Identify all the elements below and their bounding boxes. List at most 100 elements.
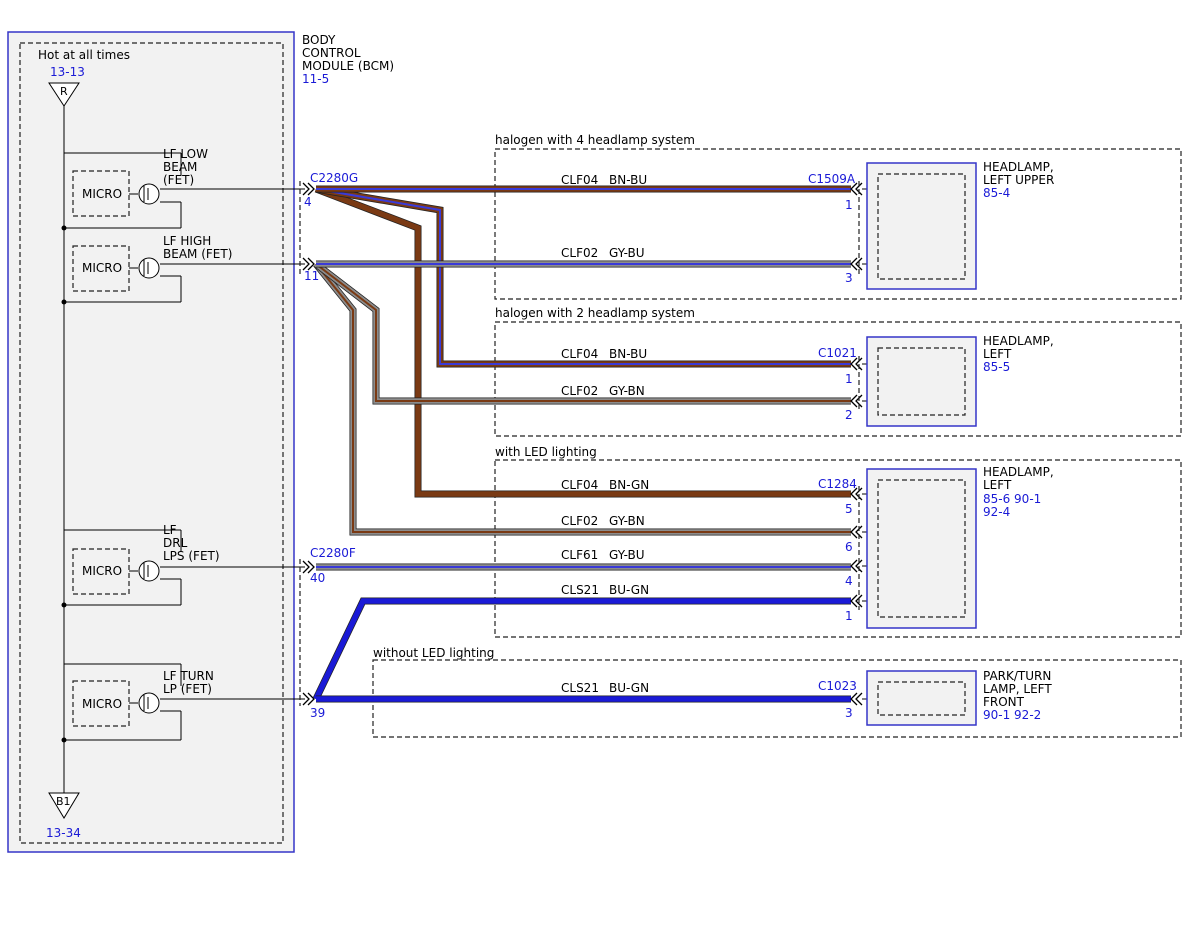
group-label-no-led: without LED lighting [373,646,494,660]
driver-lf-high-beam: MICRO LF HIGH BEAM (FET) [61,234,232,305]
bcm-title-line-1: BODY [302,33,336,47]
wire-label-color: GY-BN [609,514,645,528]
hot-at-all-times-label: Hot at all times [38,48,130,62]
component-name: HEADLAMP, [983,160,1054,174]
component-ref: 85-5 [983,360,1010,374]
bottom-ref: 13-34 [46,826,81,840]
wire-label-circuit: CLF02 [561,384,598,398]
micro-box [72,548,130,595]
component-name: PARK/TURN [983,669,1051,683]
wire-clf02-gy-bn [313,261,851,405]
component-headlamp-left-led: HEADLAMP, LEFT 85-6 90-1 92-4 [866,465,1054,629]
driver-lf-drl: MICRO LF DRL LPS (FET) [61,523,220,608]
component-ref: 92-4 [983,505,1010,519]
wire-cls21-bu-gn [312,597,851,701]
lamp-pin: 5 [845,502,853,516]
driver-label-3b: DRL [163,536,188,550]
component-ref: 90-1 92-2 [983,708,1041,722]
group-label-led: with LED lighting [495,445,597,459]
wire-label-color: BU-GN [609,681,649,695]
lamp-pin: 1 [845,609,853,623]
wire-label-circuit: CLS21 [561,583,599,597]
driver-label-2b: BEAM (FET) [163,247,232,261]
lamp-pin: 3 [845,271,853,285]
wire-clf04-bn-bu [315,185,851,368]
component-name: FRONT [983,695,1025,709]
micro-label: MICRO [82,261,122,275]
group-label-halogen-4: halogen with 4 headlamp system [495,133,695,147]
micro-label: MICRO [82,187,122,201]
wire-label-color: BN-GN [609,478,649,492]
driver-label-1b: BEAM [163,160,197,174]
driver-label-1a: LF LOW [163,147,208,161]
bcm-title-line-3: MODULE (BCM) [302,59,394,73]
bcm-pin-11: 11 [304,269,319,283]
micro-box [72,680,130,727]
group-box-halogen-2 [494,321,1182,437]
wire-label-circuit: CLF04 [561,173,598,187]
bcm-module-border [7,31,295,853]
lamp-connector-c1509a: C1509A [808,172,856,186]
wires-layer [312,185,851,703]
driver-label-3c: LPS (FET) [163,549,220,563]
lamp-pin: 1 [845,372,853,386]
wire-label-circuit: CLF04 [561,478,598,492]
fet-icon [138,183,160,205]
group-box-halogen-4 [494,148,1182,300]
fet-icon [138,257,160,279]
lamp-pin: 4 [845,574,853,588]
fet-icon [138,560,160,582]
driver-lf-turn: MICRO LF TURN LP (FET) [61,663,214,743]
lamp-pin-arrows [850,182,863,706]
wire-label-circuit: CLF04 [561,347,598,361]
pin-b1-label: B1 [56,795,71,808]
bcm-pin-arrows [302,182,315,706]
driver-label-2a: LF HIGH [163,234,211,248]
micro-box [72,245,130,292]
component-ref: 85-6 90-1 [983,492,1041,506]
lamp-pin: 3 [845,706,853,720]
driver-lf-low-beam: MICRO LF LOW BEAM (FET) [61,147,208,231]
wire-clf04-bn-gn [314,185,851,498]
bcm-title-line-2: CONTROL [302,46,361,60]
wire-label-color: BN-BU [609,347,647,361]
driver-label-1c: (FET) [163,173,194,187]
lamp-connector-c1023: C1023 [818,679,857,693]
wire-label-color: GY-BU [609,246,645,260]
wire-label-circuit: CLF02 [561,246,598,260]
lamp-connector-c1284: C1284 [818,477,857,491]
wire-clf02-gy-bn [313,261,851,536]
wire-label-circuit: CLS21 [561,681,599,695]
component-headlamp-left-2: HEADLAMP, LEFT 85-5 [866,334,1054,427]
driver-label-4b: LP (FET) [163,682,212,696]
bcm-pin-39: 39 [310,706,325,720]
driver-label-4a: LF TURN [163,669,214,683]
component-ref: 85-4 [983,186,1010,200]
micro-label: MICRO [82,697,122,711]
component-park-turn-lamp: PARK/TURN LAMP, LEFT FRONT 90-1 92-2 [866,669,1052,726]
bcm-ref: 11-5 [302,72,329,86]
driver-label-3a: LF [163,523,177,537]
micro-label: MICRO [82,564,122,578]
pin-r-triangle-icon [48,82,80,107]
pin-r-label: R [60,85,68,98]
component-name: HEADLAMP, [983,334,1054,348]
component-name: LEFT [983,478,1012,492]
component-headlamp-left-upper: HEADLAMP, LEFT UPPER 85-4 [866,160,1054,290]
lamp-pin: 2 [845,408,853,422]
lamp-pin: 6 [845,540,853,554]
wire-label-circuit: CLF02 [561,514,598,528]
wire-label-color: GY-BN [609,384,645,398]
component-name: LEFT UPPER [983,173,1054,187]
micro-box [72,170,130,217]
wire-label-circuit: CLF61 [561,548,598,562]
bcm-connector-c2280g: C2280G [310,171,358,185]
wire-label-color: BU-GN [609,583,649,597]
component-name: LAMP, LEFT [983,682,1052,696]
component-name: LEFT [983,347,1012,361]
bcm-connector-c2280f: C2280F [310,546,356,560]
pin-b1-triangle-icon [48,792,80,819]
top-ref: 13-13 [50,65,85,79]
bcm-pin-4: 4 [304,195,312,209]
